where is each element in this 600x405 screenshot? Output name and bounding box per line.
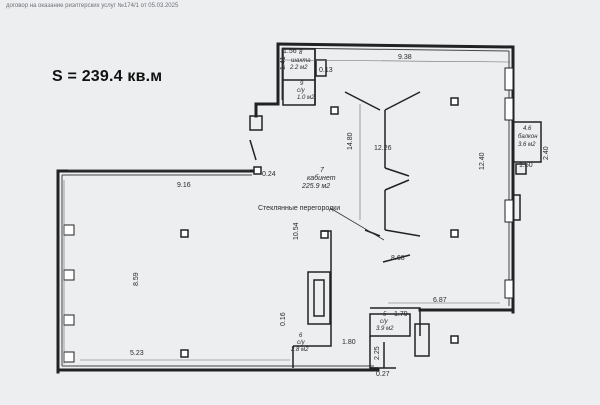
column bbox=[450, 335, 459, 344]
room-balcony-area: 3.6 м2 bbox=[518, 142, 536, 148]
room-wc6 bbox=[292, 230, 332, 368]
room-shaft-num: 8 bbox=[299, 50, 303, 56]
dim-0-24: 0.24 bbox=[262, 171, 276, 178]
glass-partitions-label: Стеклянные перегородки bbox=[258, 205, 340, 212]
windows-left bbox=[63, 224, 75, 363]
room-office-num: 7 bbox=[320, 167, 325, 174]
room-wc5-name: с/у bbox=[380, 319, 389, 325]
dim-1-41: 1.41 bbox=[280, 56, 287, 70]
room-wc6-name: с/у bbox=[297, 340, 306, 346]
partition-leader bbox=[329, 207, 385, 241]
room-wc6-area: 2.8 м2 bbox=[290, 347, 309, 353]
room-balcony-name: балкон bbox=[518, 134, 538, 140]
room-wc5-area: 3.9 м2 bbox=[376, 326, 394, 332]
column bbox=[330, 106, 339, 115]
wall-shaft-left bbox=[254, 42, 280, 106]
dim-14-80: 14.80 bbox=[347, 132, 354, 150]
dim-5-23: 5.23 bbox=[130, 350, 144, 357]
columns bbox=[180, 97, 459, 358]
door-left bbox=[249, 115, 263, 161]
column bbox=[320, 230, 329, 239]
dim-8-59: 8.59 bbox=[133, 272, 140, 286]
room-wc9-name: с/у bbox=[297, 88, 306, 94]
room-shaft bbox=[282, 48, 327, 106]
walls bbox=[56, 42, 515, 374]
dim-12-26: 12.26 bbox=[374, 145, 392, 152]
room-wc5-num: 5 bbox=[383, 312, 387, 318]
dim-1-50: 1.50 bbox=[519, 162, 533, 169]
dim-0-27: 0.27 bbox=[376, 371, 390, 378]
glass-partitions bbox=[344, 91, 421, 263]
windows-right bbox=[504, 67, 514, 299]
room-wc9-area: 1.0 м2 bbox=[297, 95, 315, 101]
right-niche bbox=[513, 194, 521, 221]
dim-1-56: 1.56 bbox=[283, 48, 297, 55]
column bbox=[180, 229, 189, 238]
dim-2-40: 2.40 bbox=[543, 146, 550, 160]
dim-9-16: 9.16 bbox=[177, 182, 191, 189]
room-wc6-num: 6 bbox=[299, 333, 303, 339]
room-wc9-num: 9 bbox=[300, 81, 304, 87]
dim-10-54: 10.54 bbox=[293, 222, 300, 240]
column bbox=[180, 349, 189, 358]
dim-0-16: 0.16 bbox=[280, 312, 287, 326]
total-area: S = 239.4 кв.м bbox=[52, 68, 163, 85]
column bbox=[253, 166, 262, 175]
dim-6-87: 6.87 bbox=[433, 297, 447, 304]
dim-2-25: 2.25 bbox=[374, 346, 381, 360]
dim-12-40: 12.40 bbox=[479, 152, 486, 170]
dim-0-13: 0.13 bbox=[319, 67, 333, 74]
dim-1-80: 1.80 bbox=[342, 339, 356, 346]
header-note: договор на оказание риэлтерских услуг №1… bbox=[6, 3, 179, 9]
dimension-lines bbox=[63, 59, 511, 364]
room-wc5 bbox=[369, 307, 430, 369]
dim-9-38: 9.38 bbox=[398, 54, 412, 61]
column bbox=[450, 229, 459, 238]
dim-1-79: 1.79 bbox=[394, 311, 408, 318]
room-balcony bbox=[513, 121, 542, 175]
column bbox=[450, 97, 459, 106]
room-shaft-name: шахта bbox=[291, 58, 311, 64]
room-balcony-num: 4.6 bbox=[523, 126, 532, 132]
wall-top bbox=[276, 42, 515, 49]
room-shaft-area: 2.2 м2 bbox=[289, 65, 308, 71]
room-office-name: кабинет bbox=[307, 174, 336, 182]
walls-inner bbox=[61, 47, 510, 367]
room-office-area: 225.9 м2 bbox=[301, 183, 330, 190]
dim-8-68: 8.68 bbox=[391, 255, 405, 262]
